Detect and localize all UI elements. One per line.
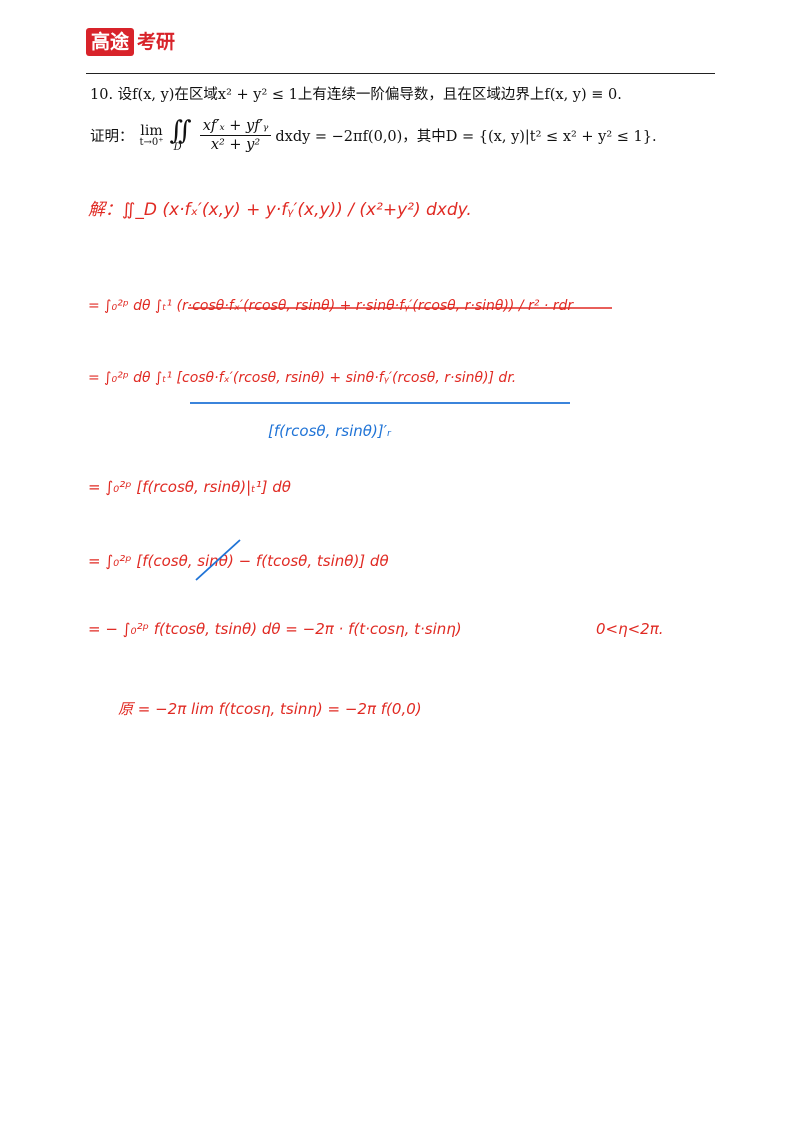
proof-label: 证明： — [90, 129, 134, 145]
hw-line-3-annotation: [f(rcosθ, rsinθ)]′ᵣ — [268, 422, 391, 440]
integrand-fraction: xf′ₓ + yf′ᵧ x² + y² — [199, 118, 272, 153]
blue-strikethrough — [195, 539, 241, 581]
hw-line-4: = ∫₀²ᵖ [f(rcosθ, rsinθ)|ₜ¹] dθ — [88, 478, 291, 496]
logo-box: 高途 — [86, 28, 135, 56]
limit-operator: lim t→0⁺ — [140, 123, 164, 148]
logo-text: 考研 — [137, 31, 176, 53]
problem-statement: 10. 设f(x, y)在区域x² + y² ≤ 1上有连续一阶偏导数，且在区域… — [90, 87, 622, 103]
hw-line-3: = ∫₀²ᵖ dθ ∫ₜ¹ [cosθ·fₓ′(rcosθ, rsinθ) + … — [88, 370, 517, 386]
iint-symbol: ∬ — [169, 116, 192, 146]
fraction-denominator: x² + y² — [210, 137, 261, 153]
hw-line-6-condition: 0<η<2π. — [596, 620, 664, 638]
hw-line-7: 原 = −2π lim f(tcosη, tsinη) = −2π f(0,0) — [118, 700, 422, 718]
double-integral: ∬ D — [170, 118, 192, 153]
iint-subscript: D — [173, 142, 182, 153]
fraction-numerator: xf′ₓ + yf′ᵧ — [199, 118, 272, 136]
hw-line-6: = − ∫₀²ᵖ f(tcosθ, tsinθ) dθ = −2π · f(t·… — [88, 620, 462, 638]
lim-subscript: t→0⁺ — [139, 137, 164, 148]
brand-logo: 高途 考研 — [86, 28, 175, 56]
lim-text: lim — [140, 123, 163, 139]
proof-line: 证明： lim t→0⁺ ∬ D xf′ₓ + yf′ᵧ x² + y² dxd… — [90, 118, 657, 153]
proof-rest: dxdy = −2πf(0,0)，其中D = {(x, y)|t² ≤ x² +… — [275, 129, 657, 145]
hw-line-2: = ∫₀²ᵖ dθ ∫ₜ¹ (r·cosθ·fₓ′(rcosθ, rsinθ) … — [88, 298, 574, 314]
hw-line-1: 解：∬_D (x·fₓ′(x,y) + y·fᵧ′(x,y)) / (x²+y²… — [88, 200, 472, 220]
hw-line-5: = ∫₀²ᵖ [f(cosθ, sinθ) − f(tcosθ, tsinθ)]… — [88, 552, 389, 570]
header-divider — [86, 73, 715, 74]
